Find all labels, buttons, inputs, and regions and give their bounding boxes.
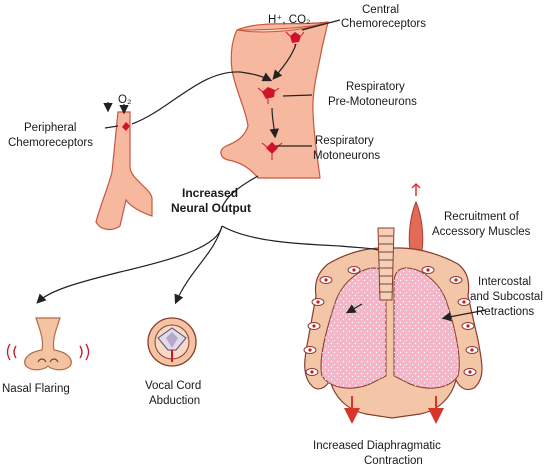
retractions-label-line2: and Subcostal [470,291,543,303]
vocal-cord-illustration [147,317,197,367]
oxygen-label: O₂ [118,94,131,106]
vocal-cord-label-line2: Abduction [149,395,200,407]
diaphragm-label-line1: Increased Diaphragmatic [313,440,441,452]
recruitment-label-line2: Accessory Muscles [432,226,531,238]
nose-illustration [6,317,90,371]
connector-lines [36,19,487,322]
recruitment-label-line1: Recruitment of [444,211,520,223]
motoneurons-label-line1: Respiratory [315,135,374,147]
ions-label: H⁺, CO₂ [268,14,310,26]
peripheral-chemoreceptors-label-line1: Peripheral [24,122,76,134]
diaphragm-arrows [344,396,444,424]
carotid-artery-illustration [95,111,153,231]
retractions-label-line1: Intercostal [478,276,531,288]
retractions-label-line3: Retractions [476,306,534,318]
motoneurons-label-line2: Motoneurons [313,150,380,162]
pre-motoneuron-neuron [257,87,280,104]
brainstem-illustration [220,21,329,179]
central-chemoreceptors-label-line1: Central [362,4,399,16]
central-chemoreceptors-label-line2: Chemoreceptors [341,18,426,30]
nasal-flaring-label: Nasal Flaring [2,383,70,395]
diaphragm-label-line2: Contraction [364,455,423,467]
increased-output-label-line1: Increased [182,186,238,200]
increased-output-label-line2: Neural Output [171,201,251,215]
peripheral-chemoreceptors-label-line2: Chemoreceptors [8,137,93,149]
vocal-cord-label-line1: Vocal Cord [145,380,201,392]
lungs-illustration [303,227,483,419]
pre-motoneurons-label-line1: Respiratory [346,81,405,93]
accessory-muscle-icon [408,182,424,254]
pre-motoneurons-label-line2: Pre-Motoneurons [328,96,417,108]
